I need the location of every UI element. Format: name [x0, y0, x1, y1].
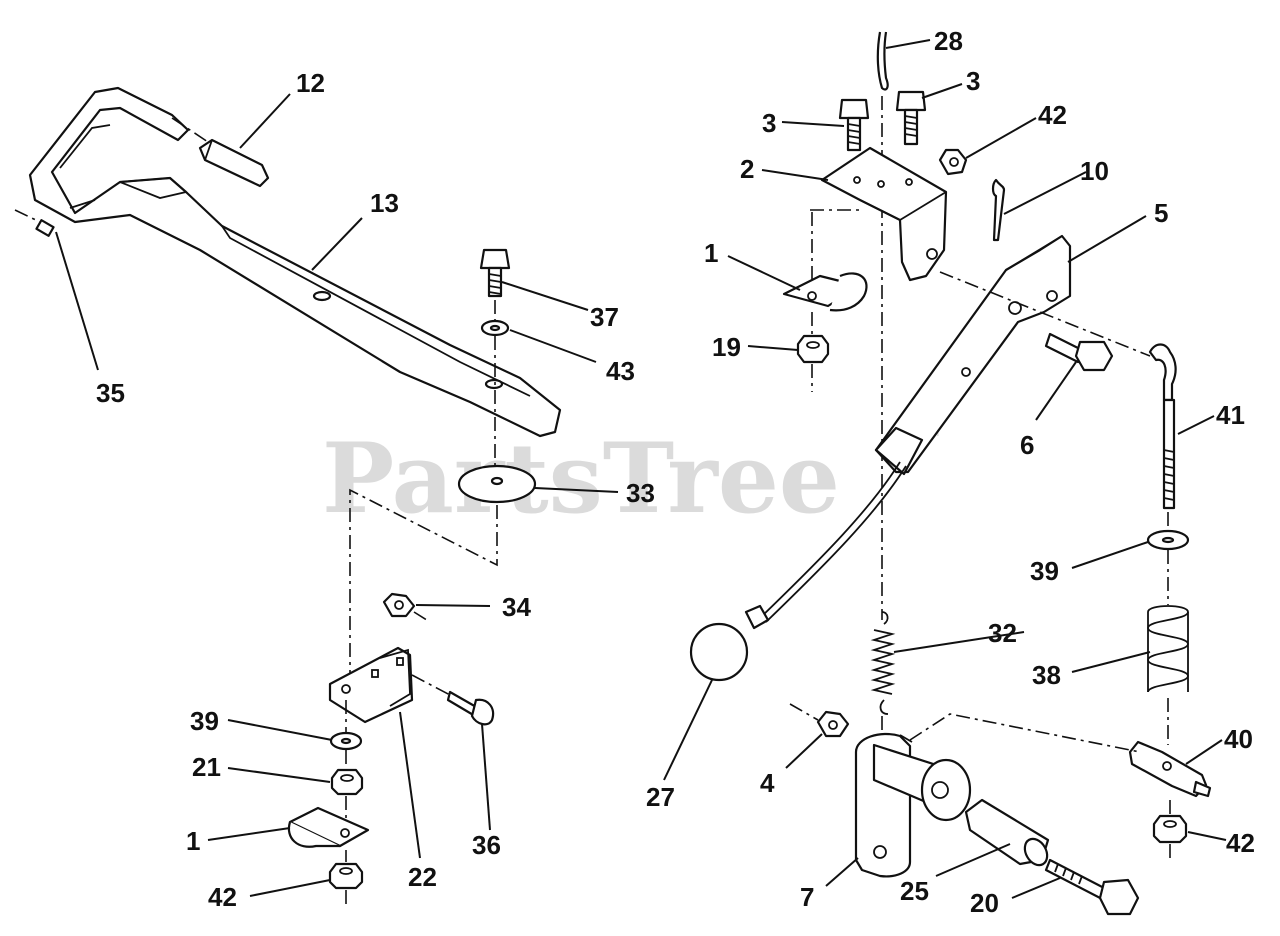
part-33-large-washer[interactable]: [457, 464, 537, 504]
part-12-grip-pad[interactable]: [198, 138, 270, 188]
callout-33: 33: [626, 478, 655, 508]
callout-20: 20: [970, 888, 999, 918]
callout-32: 32: [988, 618, 1017, 648]
part-20-bolt[interactable]: [1044, 858, 1140, 916]
callout-1-left: 1: [186, 826, 200, 856]
part-32-extension-spring[interactable]: [870, 611, 896, 715]
part-42-nut-top[interactable]: [938, 148, 968, 176]
callout-5: 5: [1154, 198, 1168, 228]
callout-12: 12: [296, 68, 325, 98]
part-13-lever-arm[interactable]: [28, 86, 562, 438]
callout-42-bottom-right: 42: [1226, 828, 1255, 858]
callout-35: 35: [96, 378, 125, 408]
callout-19: 19: [712, 332, 741, 362]
callout-6: 6: [1020, 430, 1034, 460]
part-39-washer-right[interactable]: [1146, 529, 1190, 551]
part-41-eye-bolt[interactable]: [1148, 343, 1177, 510]
callout-25: 25: [900, 876, 929, 906]
callout-1-right: 1: [704, 238, 718, 268]
callout-4: 4: [760, 768, 775, 798]
callout-10: 10: [1080, 156, 1109, 186]
part-39-washer-left[interactable]: [329, 731, 363, 751]
callout-3-left: 3: [762, 108, 776, 138]
callout-34: 34: [502, 592, 531, 622]
part-36-carriage-bolt[interactable]: [446, 690, 495, 726]
callout-39-right: 39: [1030, 556, 1059, 586]
part-4-nut[interactable]: [816, 710, 850, 738]
watermark-text: PartsTree: [322, 422, 840, 535]
callout-7: 7: [800, 882, 814, 912]
callout-labels: 12 13 35 37 43 33 34 39 21 1 42 22 36 28…: [96, 26, 1255, 918]
callout-38: 38: [1032, 660, 1061, 690]
callout-42-top: 42: [1038, 100, 1067, 130]
part-10-cotter-pin[interactable]: [991, 178, 1006, 242]
part-38-compression-spring[interactable]: [1147, 605, 1189, 693]
part-35-pin[interactable]: [35, 219, 55, 237]
part-40-pivot-block[interactable]: [1128, 740, 1212, 798]
hole-icon: [484, 378, 504, 390]
part-3-bolt-left[interactable]: [838, 98, 870, 152]
callout-27: 27: [646, 782, 675, 812]
part-43-washer[interactable]: [480, 319, 510, 337]
part-25-sleeve[interactable]: [964, 798, 1052, 869]
part-42-nut-left[interactable]: [328, 862, 364, 890]
part-1-clip-right[interactable]: [782, 272, 868, 312]
leader-lines: [55, 39, 1227, 899]
callout-36: 36: [472, 830, 501, 860]
callout-43: 43: [606, 356, 635, 386]
part-42-nut-bottom-right[interactable]: [1152, 814, 1188, 844]
part-5-arm-plate[interactable]: [874, 234, 1072, 476]
part-3-bolt-right[interactable]: [895, 90, 927, 146]
part-1-clip-left[interactable]: [287, 806, 370, 848]
part-28-cotter-pin[interactable]: [876, 31, 889, 91]
callout-13: 13: [370, 188, 399, 218]
callout-39-left: 39: [190, 706, 219, 736]
part-19-nut[interactable]: [796, 334, 830, 364]
callout-21: 21: [192, 752, 221, 782]
part-27-knob-cable[interactable]: [689, 461, 907, 682]
part-34-nut[interactable]: [382, 592, 416, 618]
part-37-bolt[interactable]: [479, 248, 511, 298]
callout-22: 22: [408, 862, 437, 892]
part-2-mounting-bracket[interactable]: [820, 146, 948, 282]
callout-2: 2: [740, 154, 754, 184]
callout-41: 41: [1216, 400, 1245, 430]
hole-icon: [312, 290, 332, 302]
callout-42-left: 42: [208, 882, 237, 912]
part-22-bracket[interactable]: [328, 646, 414, 724]
callout-40: 40: [1224, 724, 1253, 754]
part-21-nut[interactable]: [330, 768, 364, 796]
part-6-bolt[interactable]: [1044, 332, 1114, 372]
part-7-shift-lever[interactable]: [854, 732, 972, 878]
callout-3-right: 3: [966, 66, 980, 96]
callout-37: 37: [590, 302, 619, 332]
callout-28: 28: [934, 26, 963, 56]
